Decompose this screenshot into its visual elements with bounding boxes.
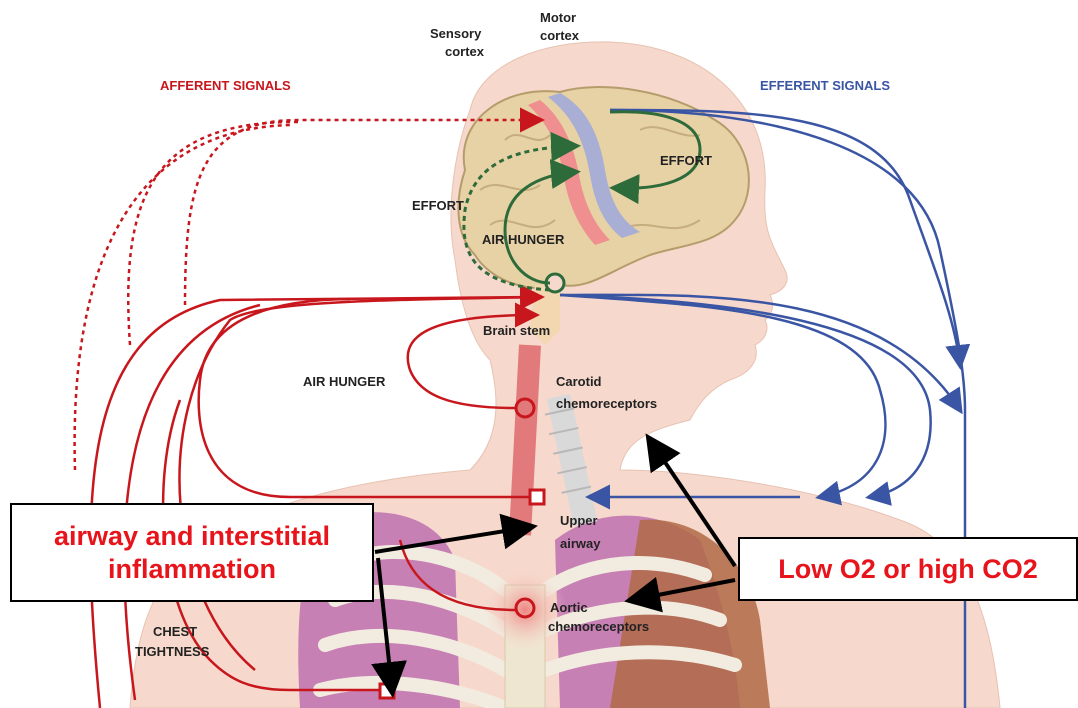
- brain-stem-label: Brain stem: [483, 323, 550, 338]
- inflammation-callout-line2: inflammation: [12, 553, 372, 586]
- air-hunger-left-label: AIR HUNGER: [303, 374, 386, 389]
- chest-tightness-label-1: CHEST: [153, 624, 197, 639]
- motor-cortex-label-2: cortex: [540, 28, 580, 43]
- afferent-signals-label: AFFERENT SIGNALS: [160, 78, 291, 93]
- effort-right-label: EFFORT: [660, 153, 712, 168]
- inflammation-callout-line1: airway and interstitial: [12, 520, 372, 553]
- inflammation-callout: airway and interstitial inflammation: [10, 503, 374, 602]
- low-o2-callout: Low O2 or high CO2: [738, 537, 1078, 601]
- carotid-label-1: Carotid: [556, 374, 602, 389]
- upper-airway-label-1: Upper: [560, 513, 598, 528]
- upper-airway-label-2: airway: [560, 536, 601, 551]
- motor-cortex-label-1: Motor: [540, 10, 576, 25]
- air-hunger-brain-label: AIR HUNGER: [482, 232, 565, 247]
- upper-airway-receptor: [530, 490, 544, 504]
- chest-tightness-label-2: TIGHTNESS: [135, 644, 210, 659]
- sensory-cortex-label-1: Sensory: [430, 26, 482, 41]
- sensory-cortex-label-2: cortex: [445, 44, 485, 59]
- aortic-label-2: chemoreceptors: [548, 619, 649, 634]
- effort-left-label: EFFORT: [412, 198, 464, 213]
- aortic-label-1: Aortic: [550, 600, 588, 615]
- efferent-signals-label: EFFERENT SIGNALS: [760, 78, 890, 93]
- carotid-label-2: chemoreceptors: [556, 396, 657, 411]
